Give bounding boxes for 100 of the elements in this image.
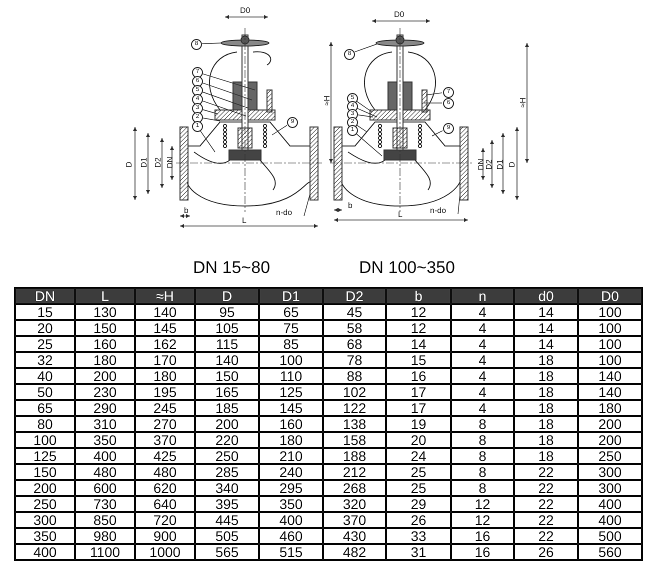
table-value: 200 [578,432,642,448]
dimension-label: ≈H [322,95,332,106]
table-value: 24 [386,448,451,464]
table-value: 400 [578,512,642,528]
dimension-label: L [398,210,402,219]
table-value: 350 [15,528,75,544]
table-value: 145 [135,320,195,336]
table-value: 100 [578,304,642,320]
table-value: 125 [15,448,75,464]
leader-line [356,101,372,112]
table-value: 100 [15,432,75,448]
table-value: 200 [578,416,642,432]
table-value: 22 [514,528,578,544]
table-value: 25 [386,480,451,496]
table-value: 180 [75,352,135,368]
table-value: 22 [514,464,578,480]
table-value: 188 [323,448,386,464]
table-value: 15 [386,352,451,368]
table-value: 80 [15,416,75,432]
table-value: 88 [323,368,386,384]
column-header: ≈H [135,288,195,304]
table-value: 430 [323,528,386,544]
table-value: 460 [259,528,323,544]
table-value: 18 [514,400,578,416]
leader-line [424,102,442,104]
table-value: 480 [75,464,135,480]
table-value: 600 [75,480,135,496]
table-value: 200 [75,368,135,384]
dimension-label: D0 [394,10,404,19]
table-value: 65 [15,400,75,416]
dimension-label: D2 [484,159,494,170]
table-value: 4 [451,368,514,384]
table-value: 350 [75,432,135,448]
table-value: 370 [135,432,195,448]
table-value: 180 [135,368,195,384]
table-value: 100 [259,352,323,368]
dimension-label: D [124,162,134,168]
dimension-label: ≈H [518,97,528,108]
leader-line [357,108,378,118]
column-header: D0 [578,288,642,304]
table-value: 17 [386,384,451,400]
table-value: 8 [451,480,514,496]
column-header: DN [15,288,75,304]
table-value: 12 [386,304,451,320]
table-value: 310 [75,416,135,432]
table-value: 22 [514,496,578,512]
table-value: 250 [15,496,75,512]
table-value: 68 [323,336,386,352]
leader-line [200,130,216,152]
table-value: 290 [75,400,135,416]
table-value: 32 [15,352,75,368]
column-header: D2 [323,288,386,304]
table-value: 505 [195,528,259,544]
table-value: 17 [386,400,451,416]
table-value: 195 [135,384,195,400]
table-value: 31 [386,544,451,560]
column-header: d0 [514,288,578,304]
table-value: 4 [451,304,514,320]
table-value: 65 [259,304,323,320]
table-value: 25 [386,464,451,480]
dimension-label: D2 [154,157,163,168]
table-value: 165 [195,384,259,400]
dimension-label: b [184,206,188,215]
leader-line [202,118,220,122]
table-value: 340 [195,480,259,496]
table-value: 640 [135,496,195,512]
table-value: 180 [578,400,642,416]
table-value: 425 [135,448,195,464]
column-header: D1 [259,288,323,304]
table-value: 4 [451,336,514,352]
leader-line [432,130,443,136]
table-value: 900 [135,528,195,544]
table-value: 230 [75,384,135,400]
table-value: 445 [195,512,259,528]
table-value: 250 [195,448,259,464]
table-value: 75 [259,320,323,336]
table-value: 4 [451,352,514,368]
column-header: D [195,288,259,304]
table-value: 200 [15,480,75,496]
leader-line [356,124,368,132]
table-value: 185 [195,400,259,416]
table-value: 140 [578,368,642,384]
table-value: 22 [514,480,578,496]
table-value: 150 [75,320,135,336]
table-value: 85 [259,336,323,352]
table-value: 14 [386,336,451,352]
leader-line [202,73,256,90]
leader-line [202,92,248,108]
table-value: 212 [323,464,386,480]
leader-line [202,82,252,100]
table-value: 18 [514,384,578,400]
table-value: 16 [451,544,514,560]
table-value: 140 [195,352,259,368]
table-value: 170 [135,352,195,368]
column-header: n [451,288,514,304]
dimension-label: b [348,201,352,210]
table-value: 14 [514,336,578,352]
leader-line [304,194,310,216]
table-value: 162 [135,336,195,352]
dimension-label: DN [476,158,486,170]
